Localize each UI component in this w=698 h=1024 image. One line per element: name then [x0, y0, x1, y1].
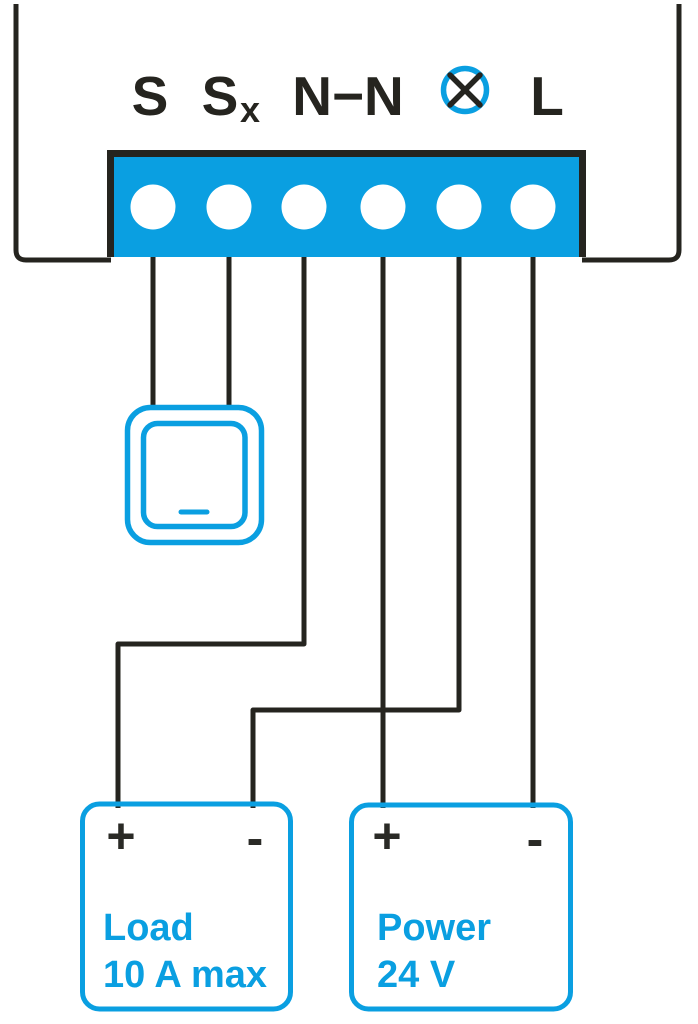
terminal-hole-n1 — [281, 184, 327, 230]
load-label: Load — [103, 907, 194, 949]
terminal-labels: S S x N−N L — [132, 65, 564, 130]
terminal-hole-l — [510, 184, 556, 230]
terminal-block-body — [107, 150, 586, 257]
load-minus-sign: - — [247, 810, 264, 866]
device-outline-right — [582, 4, 682, 263]
terminal-label-sx-base: S — [202, 65, 239, 127]
terminal-hole-sx — [206, 184, 252, 230]
power-minus-sign: - — [527, 811, 544, 867]
power-plus-sign: + — [372, 808, 401, 864]
wires — [115, 250, 536, 808]
power-box: + - Power 24 V — [349, 802, 573, 1012]
wire-lamp-to-load-minus — [250, 250, 462, 808]
power-voltage-label: 24 V — [377, 954, 456, 996]
lamp-icon-circle — [440, 65, 490, 115]
load-box-outline — [80, 801, 293, 1012]
power-box-outline — [349, 802, 573, 1012]
switch-outer-frame — [124, 404, 265, 546]
terminal-hole-n2 — [360, 184, 406, 230]
terminal-label-n-n: N−N — [292, 65, 404, 127]
wall-switch-icon — [124, 404, 265, 546]
load-rating-label: 10 A max — [103, 954, 267, 996]
terminal-hole-s — [130, 184, 176, 230]
terminal-label-sx-subscript: x — [240, 89, 260, 130]
load-plus-sign: + — [106, 808, 135, 864]
device-outline-left — [13, 4, 111, 263]
terminal-block — [107, 150, 586, 257]
wire-n-to-load-plus — [115, 250, 307, 808]
lamp-crossed-circle-icon — [440, 65, 490, 115]
load-box: + - Load 10 A max — [80, 801, 293, 1012]
terminal-block-border — [107, 150, 586, 257]
lamp-icon-cross-line-2 — [447, 72, 483, 108]
power-label: Power — [377, 907, 491, 949]
terminal-hole-lamp — [436, 184, 482, 230]
terminal-label-l: L — [530, 65, 564, 127]
terminal-label-s: S — [132, 65, 169, 127]
device-outline — [13, 4, 682, 263]
switch-rocker — [140, 420, 248, 530]
